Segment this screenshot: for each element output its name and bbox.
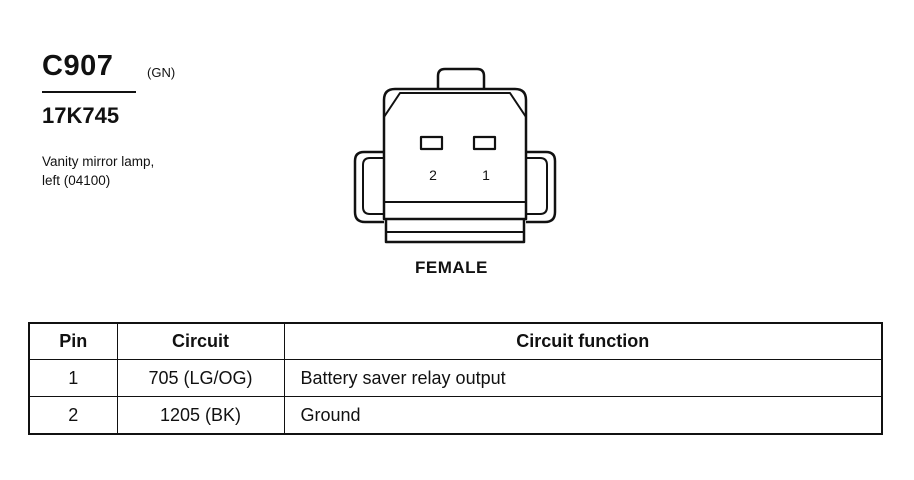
circuit-function-cell: Battery saver relay output	[283, 359, 883, 397]
circuit-cell: 705 (LG/OG)	[116, 359, 285, 397]
connector-latch	[436, 67, 486, 89]
description-line-1: Vanity mirror lamp,	[42, 154, 155, 169]
connector-left-wing	[353, 150, 384, 224]
pin-table-header-row: Pin Circuit Circuit function	[28, 322, 883, 360]
pin-cavity-1	[472, 135, 497, 151]
description-line-2: left (04100)	[42, 173, 111, 188]
table-row: 1 705 (LG/OG) Battery saver relay output	[28, 359, 883, 397]
circuit-function-cell: Ground	[283, 396, 883, 435]
connector-color-code: (GN)	[147, 65, 176, 80]
circuit-cell: 1205 (BK)	[116, 396, 285, 435]
connector-id: C907	[42, 50, 114, 82]
header-circuit-function: Circuit function	[283, 322, 883, 360]
pin-label-1: 1	[482, 167, 490, 183]
header-pin: Pin	[28, 322, 118, 360]
pin-table: Pin Circuit Circuit function 1 705 (LG/O…	[28, 322, 883, 435]
connector-right-wing-inner	[526, 157, 548, 215]
part-number: 17K745	[42, 103, 120, 128]
connector-housing	[382, 87, 528, 221]
title-underline	[42, 91, 136, 93]
pin-label-2: 2	[429, 167, 437, 183]
view-label: FEMALE	[415, 258, 488, 277]
header-circuit: Circuit	[116, 322, 285, 360]
connector-right-wing	[526, 150, 557, 224]
connector-left-wing-inner	[362, 157, 384, 215]
connector-description: Vanity mirror lamp, left (04100)	[42, 152, 154, 190]
connector-face-diagram: 2 1	[353, 67, 557, 244]
pin-cavity-2	[419, 135, 444, 151]
table-row: 2 1205 (BK) Ground	[28, 396, 883, 435]
connector-inner-face	[383, 92, 527, 203]
pin-cell: 2	[28, 396, 118, 435]
connector-bottom-skirt	[384, 219, 526, 244]
pin-cell: 1	[28, 359, 118, 397]
